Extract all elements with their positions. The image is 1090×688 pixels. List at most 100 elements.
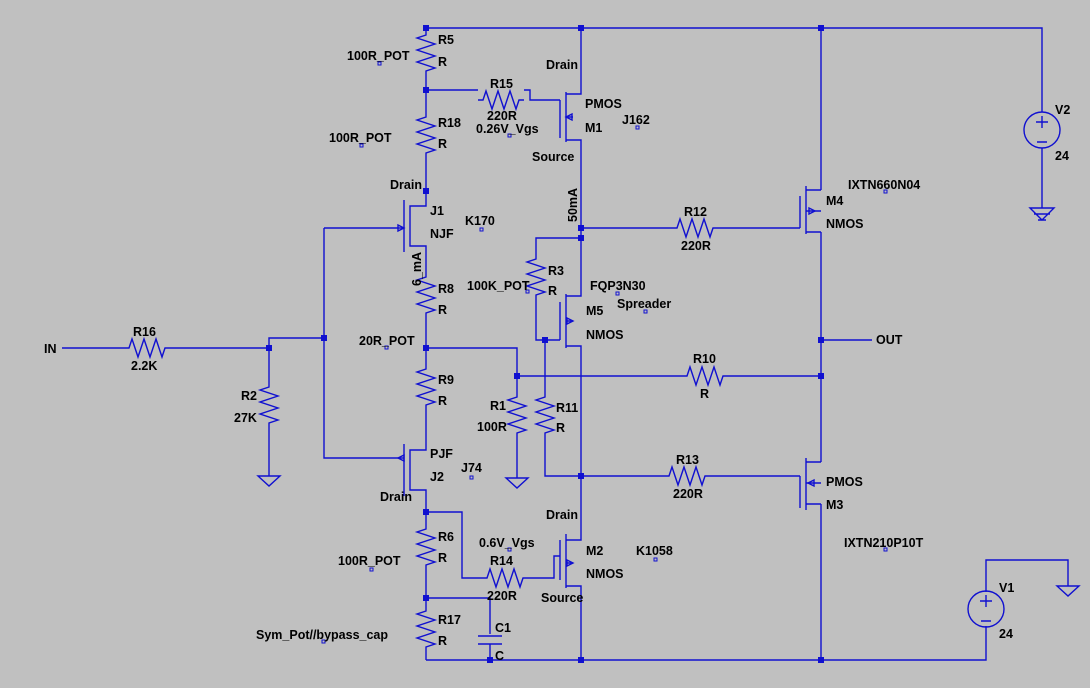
r5-value: R bbox=[438, 55, 447, 69]
r9-name: R9 bbox=[438, 373, 454, 387]
r2-value: 27K bbox=[234, 411, 257, 425]
resistor-r11 bbox=[535, 391, 555, 439]
r17-value: R bbox=[438, 634, 447, 648]
resistor-r5 bbox=[416, 29, 436, 77]
labels: IN OUT R5 R 100R_POT R18 R 100R_POT R15 … bbox=[44, 33, 1070, 663]
resistor-r17 bbox=[416, 605, 436, 653]
r17-note: Sym_Pot//bypass_cap bbox=[256, 628, 388, 642]
m3-type: PMOS bbox=[826, 475, 863, 489]
resistor-r13 bbox=[663, 466, 711, 486]
r5-note: 100R_POT bbox=[347, 49, 410, 63]
r6-note: 100R_POT bbox=[338, 554, 401, 568]
r10-name: R10 bbox=[693, 352, 716, 366]
m1-source-label: Source bbox=[532, 150, 574, 164]
resistor-r15 bbox=[477, 90, 525, 110]
transistor-m4 bbox=[799, 186, 821, 234]
r1-value: 100R bbox=[477, 420, 507, 434]
m4-part: IXTN660N04 bbox=[848, 178, 920, 192]
m1-type: PMOS bbox=[585, 97, 622, 111]
transistor-m1 bbox=[559, 92, 573, 142]
m5-type: NMOS bbox=[586, 328, 624, 342]
m2-name: M2 bbox=[586, 544, 603, 558]
resistor-r12 bbox=[671, 218, 719, 238]
m1-drain-label: Drain bbox=[546, 58, 578, 72]
resistor-r2 bbox=[259, 381, 279, 429]
r17-name: R17 bbox=[438, 613, 461, 627]
m5-part: FQP3N30 bbox=[590, 279, 646, 293]
junctions bbox=[266, 25, 824, 663]
r18-name: R18 bbox=[438, 116, 461, 130]
resistor-r9 bbox=[416, 363, 436, 411]
r10-value: R bbox=[700, 387, 709, 401]
resistor-r6 bbox=[416, 523, 436, 571]
voltage-source-v2 bbox=[1023, 111, 1061, 149]
m4-type: NMOS bbox=[826, 217, 864, 231]
v1-value: 24 bbox=[999, 627, 1013, 641]
r1-name: R1 bbox=[490, 399, 506, 413]
r14-value: 220R bbox=[487, 589, 517, 603]
r18-note: 100R_POT bbox=[329, 131, 392, 145]
j2-type: PJF bbox=[430, 447, 453, 461]
r2-name: R2 bbox=[241, 389, 257, 403]
v2-value: 24 bbox=[1055, 149, 1069, 163]
r8-value: R bbox=[438, 303, 447, 317]
transistor-j2 bbox=[396, 444, 405, 496]
v2-name: V2 bbox=[1055, 103, 1070, 117]
r13-value: 220R bbox=[673, 487, 703, 501]
voltage-source-v1 bbox=[967, 590, 1005, 628]
r6-value: R bbox=[438, 551, 447, 565]
r16-value: 2.2K bbox=[131, 359, 157, 373]
r12-value: 220R bbox=[681, 239, 711, 253]
j1-drain-label: Drain bbox=[390, 178, 422, 192]
m3-part: IXTN210P10T bbox=[844, 536, 924, 550]
transistor-j1 bbox=[397, 200, 406, 252]
m2-part: K1058 bbox=[636, 544, 673, 558]
r3-note: 100K_POT bbox=[467, 279, 530, 293]
j1-name: J1 bbox=[430, 204, 444, 218]
r5-name: R5 bbox=[438, 33, 454, 47]
resistor-r10 bbox=[681, 366, 729, 386]
r3-value: R bbox=[548, 284, 557, 298]
r14-name: R14 bbox=[490, 554, 513, 568]
out-net-label: OUT bbox=[876, 333, 903, 347]
j1-type: NJF bbox=[430, 227, 454, 241]
r18-value: R bbox=[438, 137, 447, 151]
j2-part: J74 bbox=[461, 461, 482, 475]
r8-note: 20R_POT bbox=[359, 334, 415, 348]
c1-name: C1 bbox=[495, 621, 511, 635]
capacitor-c1 bbox=[478, 635, 502, 645]
j1-part: K170 bbox=[465, 214, 495, 228]
m2-drain-label: Drain bbox=[546, 508, 578, 522]
r15-name: R15 bbox=[490, 77, 513, 91]
v1-name: V1 bbox=[999, 581, 1014, 595]
m1-name: M1 bbox=[585, 121, 602, 135]
r11-value: R bbox=[556, 421, 565, 435]
label-anchors bbox=[321, 61, 888, 644]
r11-name: R11 bbox=[556, 401, 578, 415]
r3-name: R3 bbox=[548, 264, 564, 278]
resistor-r14 bbox=[481, 568, 529, 588]
transistor-m2 bbox=[559, 534, 575, 588]
current-50ma: 50mA bbox=[566, 188, 580, 222]
r12-name: R12 bbox=[684, 205, 707, 219]
m2-type: NMOS bbox=[586, 567, 624, 581]
m1-note: 0.26V_Vgs bbox=[476, 122, 539, 136]
transistor-m3 bbox=[799, 458, 821, 510]
current-6ma: 6_mA bbox=[410, 252, 424, 286]
m4-name: M4 bbox=[826, 194, 843, 208]
m2-source-label: Source bbox=[541, 591, 583, 605]
m5-note: Spreader bbox=[617, 297, 671, 311]
j2-drain-label: Drain bbox=[380, 490, 412, 504]
r15-value: 220R bbox=[487, 109, 517, 123]
r9-value: R bbox=[438, 394, 447, 408]
resistor-r18 bbox=[416, 111, 436, 159]
in-net-label: IN bbox=[44, 342, 57, 356]
m3-name: M3 bbox=[826, 498, 843, 512]
resistor-r3 bbox=[526, 253, 546, 301]
r13-name: R13 bbox=[676, 453, 699, 467]
resistor-r16 bbox=[123, 338, 171, 358]
transistor-m5 bbox=[559, 294, 575, 348]
r8-name: R8 bbox=[438, 282, 454, 296]
r6-name: R6 bbox=[438, 530, 454, 544]
